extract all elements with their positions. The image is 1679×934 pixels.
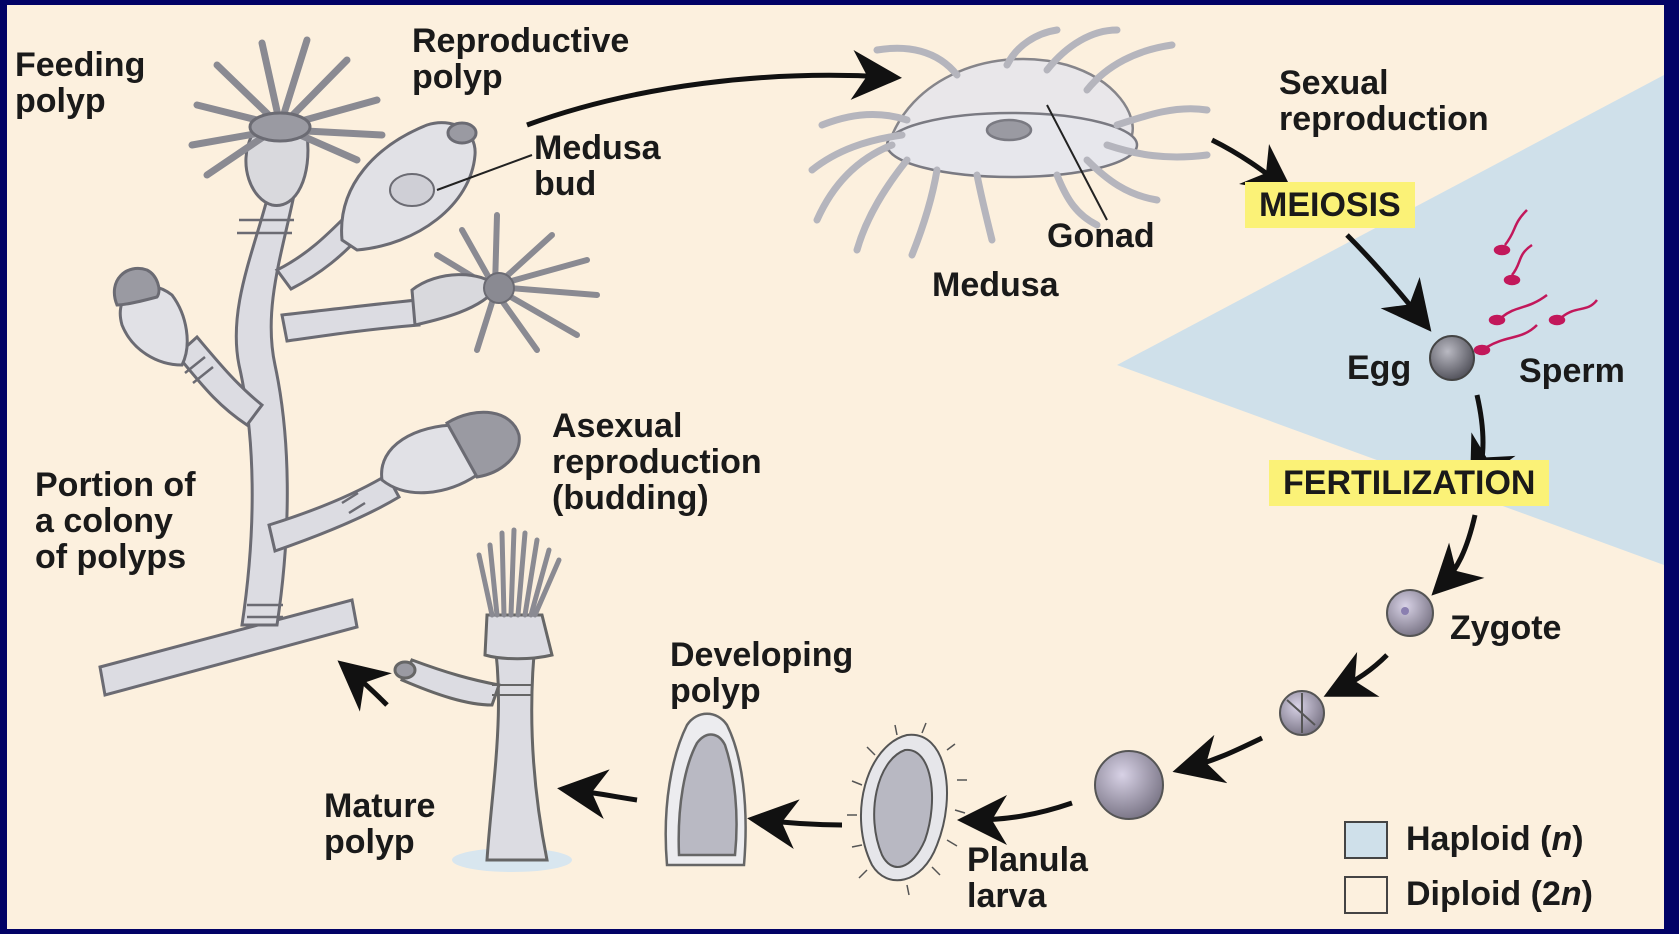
haploid-legend-text: Haploid (n) — [1406, 820, 1584, 859]
egg-cell — [1430, 336, 1474, 380]
legend-diploid: Diploid (2n) — [1344, 875, 1593, 914]
diploid-swatch — [1344, 876, 1388, 914]
capped-polyp-left — [114, 268, 187, 365]
zygote-cell — [1387, 590, 1433, 636]
blastula — [1095, 751, 1163, 819]
feeding-polyp — [192, 40, 382, 205]
developing-polyp-shape — [666, 714, 746, 865]
diploid-legend-text: Diploid (2n) — [1406, 875, 1593, 914]
sperm-label: Sperm — [1519, 353, 1625, 389]
fertilization-box: FERTILIZATION — [1269, 460, 1549, 506]
haploid-swatch — [1344, 821, 1388, 859]
medusa-label: Medusa — [932, 267, 1059, 303]
planula-larva — [847, 723, 967, 895]
two-cell-embryo — [1280, 691, 1324, 735]
reproductive-polyp — [342, 123, 532, 250]
meiosis-box: MEIOSIS — [1245, 182, 1415, 228]
gonad-label: Gonad — [1047, 218, 1155, 254]
egg-label: Egg — [1347, 350, 1411, 386]
colony-of-polyps — [100, 180, 419, 695]
zygote-label: Zygote — [1450, 610, 1561, 646]
side-feeding-polyp — [412, 215, 597, 350]
legend-haploid: Haploid (n) — [1344, 820, 1584, 859]
capped-polyp-right — [382, 412, 520, 492]
